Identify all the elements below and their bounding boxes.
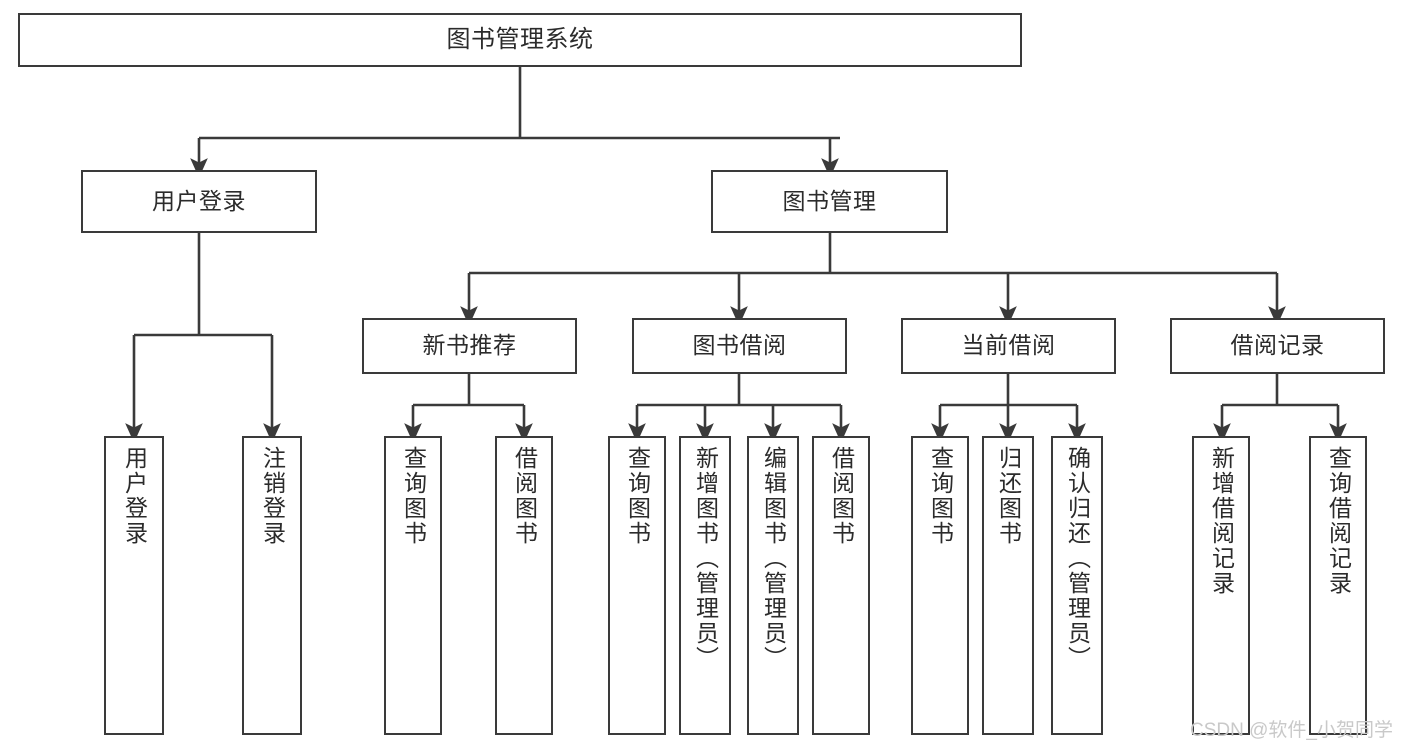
node-leaf-add-book[interactable]: 新增图书（管理员） xyxy=(679,436,731,735)
node-leaf-query-record[interactable]: 查询借阅记录 xyxy=(1309,436,1367,735)
node-leaf-return-book[interactable]: 归还图书 xyxy=(982,436,1034,735)
node-label-leaf-query-book-3: 查询图书 xyxy=(927,446,954,546)
node-label-book-borrow: 图书借阅 xyxy=(692,332,787,359)
node-leaf-logout[interactable]: 注销登录 xyxy=(242,436,302,735)
node-leaf-add-record[interactable]: 新增借阅记录 xyxy=(1192,436,1250,735)
node-book-management[interactable]: 图书管理 xyxy=(711,170,948,233)
node-new-book-recommendation[interactable]: 新书推荐 xyxy=(362,318,577,374)
node-label-root: 图书管理系统 xyxy=(446,25,594,53)
node-label-leaf-edit-book: 编辑图书（管理员） xyxy=(760,446,787,671)
node-label-leaf-borrow-book-2: 借阅图书 xyxy=(828,446,855,546)
node-label-leaf-query-book-1: 查询图书 xyxy=(400,446,427,546)
node-label-book-management: 图书管理 xyxy=(782,187,877,214)
node-label-leaf-add-record: 新增借阅记录 xyxy=(1208,446,1235,596)
node-label-leaf-query-record: 查询借阅记录 xyxy=(1325,446,1352,596)
node-leaf-borrow-book-1[interactable]: 借阅图书 xyxy=(495,436,553,735)
node-leaf-confirm-return[interactable]: 确认归还（管理员） xyxy=(1051,436,1103,735)
node-book-borrow[interactable]: 图书借阅 xyxy=(632,318,847,374)
node-label-current-borrow: 当前借阅 xyxy=(961,332,1056,359)
node-label-leaf-confirm-return: 确认归还（管理员） xyxy=(1064,446,1091,671)
node-user-login[interactable]: 用户登录 xyxy=(81,170,317,233)
node-label-leaf-query-book-2: 查询图书 xyxy=(624,446,651,546)
node-label-user-login: 用户登录 xyxy=(152,187,246,214)
node-label-leaf-logout: 注销登录 xyxy=(259,446,286,546)
node-leaf-query-book-2[interactable]: 查询图书 xyxy=(608,436,666,735)
node-root-book-management-system[interactable]: 图书管理系统 xyxy=(18,13,1022,67)
node-leaf-borrow-book-2[interactable]: 借阅图书 xyxy=(812,436,870,735)
node-leaf-user-login[interactable]: 用户登录 xyxy=(104,436,164,735)
node-leaf-edit-book[interactable]: 编辑图书（管理员） xyxy=(747,436,799,735)
node-leaf-query-book-3[interactable]: 查询图书 xyxy=(911,436,969,735)
node-label-new-book-recommendation: 新书推荐 xyxy=(422,332,517,359)
node-label-leaf-borrow-book-1: 借阅图书 xyxy=(511,446,538,546)
node-label-borrow-record: 借阅记录 xyxy=(1230,332,1325,359)
node-label-leaf-return-book: 归还图书 xyxy=(995,446,1022,546)
node-borrow-record[interactable]: 借阅记录 xyxy=(1170,318,1385,374)
node-leaf-query-book-1[interactable]: 查询图书 xyxy=(384,436,442,735)
node-label-leaf-user-login: 用户登录 xyxy=(121,446,148,546)
node-current-borrow[interactable]: 当前借阅 xyxy=(901,318,1116,374)
node-label-leaf-add-book: 新增图书（管理员） xyxy=(692,446,719,671)
